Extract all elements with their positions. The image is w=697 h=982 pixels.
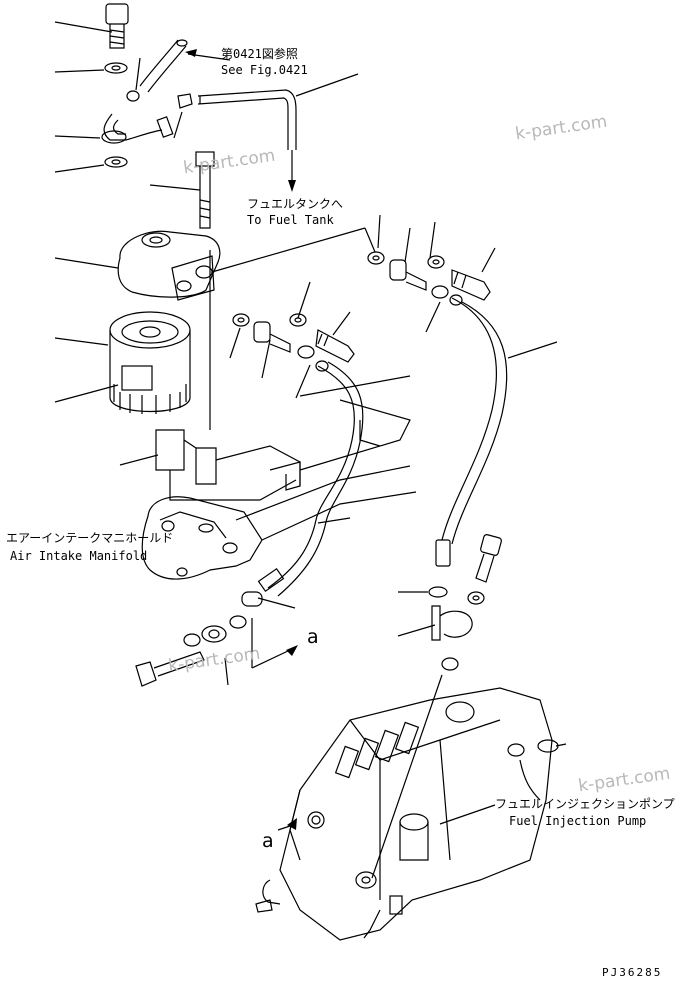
fuel-injection-pump [255, 687, 567, 941]
figure-reference-en: See Fig.0421 [221, 63, 308, 77]
filter-center-bolt [195, 151, 215, 229]
return-hose-small [101, 39, 193, 168]
figure-reference-jp: 第0421図参照 [221, 47, 298, 61]
lower-left-banjo [135, 591, 263, 687]
air-intake-manifold [141, 375, 417, 580]
view-a-marker-top: a [307, 626, 319, 648]
manifold-label-en: Air Intake Manifold [10, 549, 148, 563]
fuel-filter-cartridge [109, 311, 191, 414]
filter-bracket [155, 429, 301, 533]
fuel-tank-label-jp: フュエルタンクへ [247, 197, 344, 211]
filter-head [117, 230, 221, 301]
fuel-tank-pipe [197, 89, 297, 150]
drawing-code: PJ36285 [602, 966, 663, 979]
view-a-marker-bottom: a [262, 830, 274, 852]
right-banjo-joint [367, 251, 491, 301]
leader-lines [54, 21, 558, 879]
fuel-tank-label-en: To Fuel Tank [247, 213, 334, 227]
top-eye-bolt [104, 3, 129, 74]
left-fuel-hose [267, 365, 356, 589]
pump-inlet-bolt [428, 534, 502, 671]
pump-label-jp: フュエルインジェクションポンプ [495, 797, 675, 811]
manifold-label-jp: エアーインテークマニホールド [6, 531, 174, 545]
left-banjo-joint [232, 313, 355, 363]
pump-label-en: Fuel Injection Pump [509, 814, 647, 828]
right-fuel-hose [441, 297, 498, 541]
